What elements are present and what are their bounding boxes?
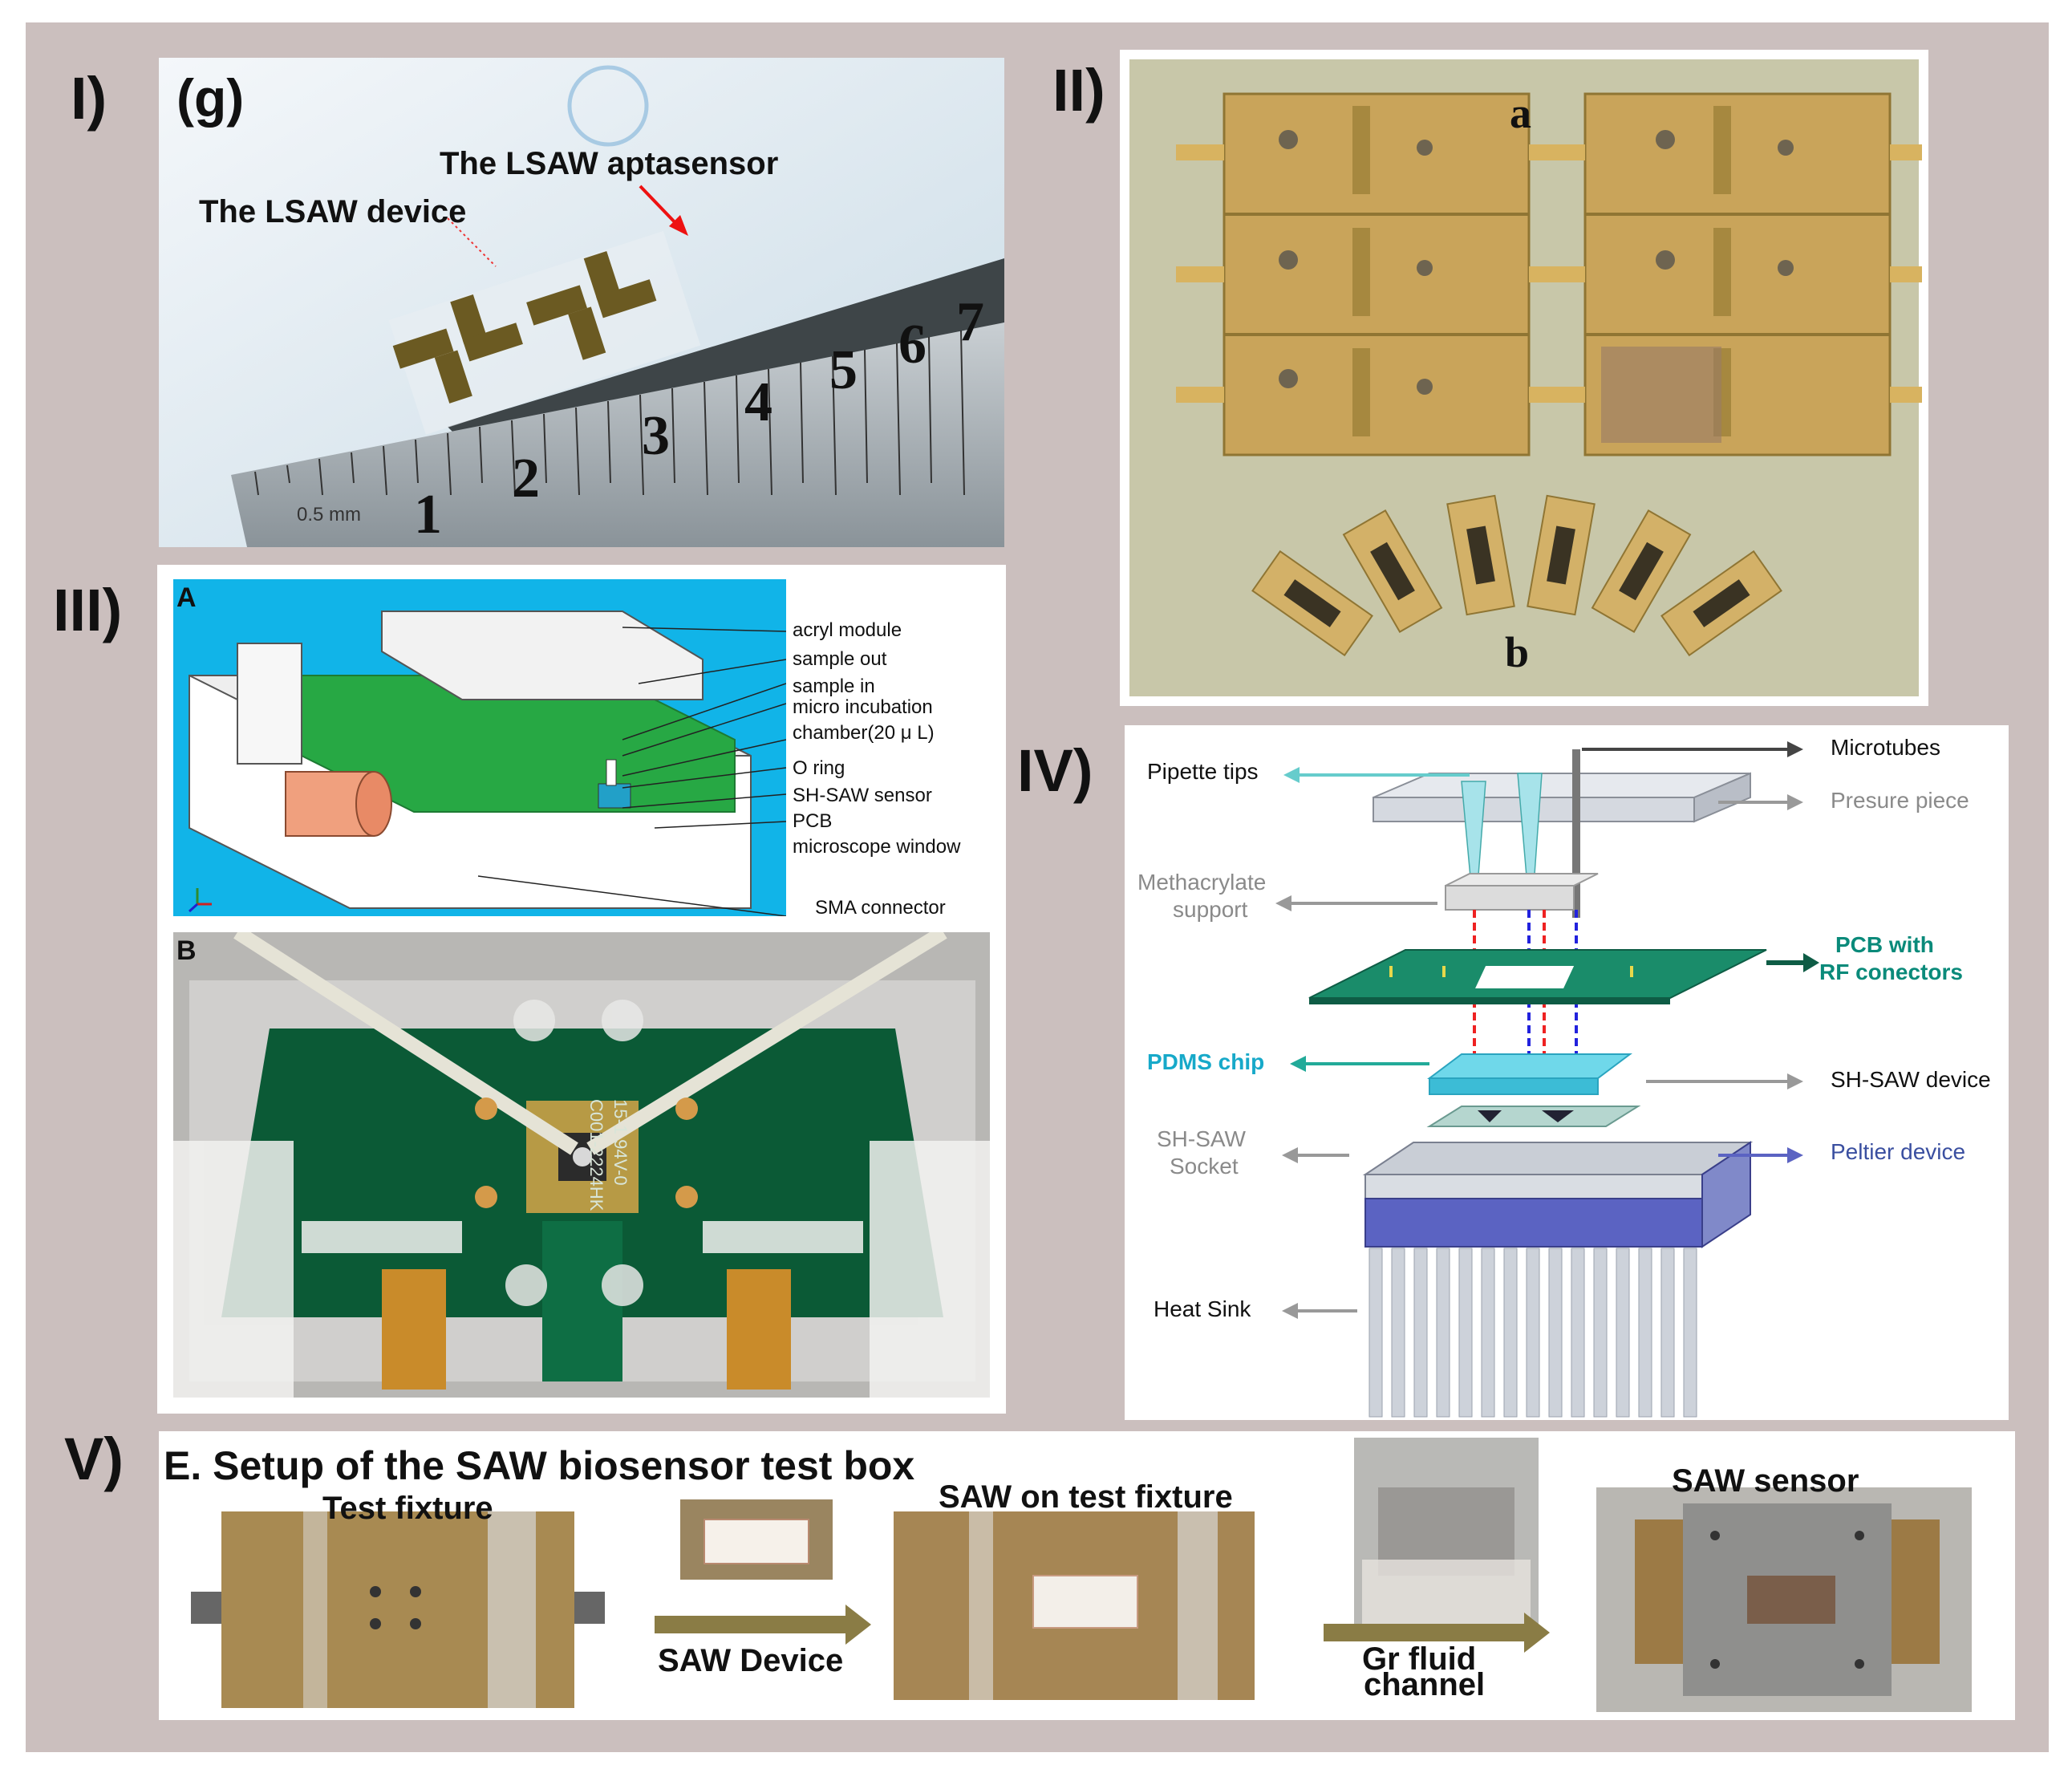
label-gr-fluid-2: channel	[1364, 1667, 1486, 1702]
pcb-text-1: 15-1 94V-0	[610, 1099, 631, 1186]
panel-label-3: III)	[53, 577, 123, 643]
ruler-number-1: 1	[414, 484, 442, 546]
panel-1-lsaw-photo: (g) The LSAW aptasensor The LSAW device …	[159, 58, 1004, 547]
device-label: The LSAW device	[199, 194, 467, 229]
ruler-number-6: 6	[898, 314, 927, 375]
panel-label-5: V)	[64, 1426, 124, 1492]
lsaw-ruler-illustration	[159, 58, 1004, 547]
label-A: A	[176, 582, 197, 613]
label-heat-sink: Heat Sink	[1154, 1296, 1251, 1321]
ruler-number-7: 7	[956, 291, 984, 353]
pcb-board-right	[1583, 92, 1892, 456]
annotation-sma-connector: SMA connector	[815, 897, 946, 919]
ruler-number-4: 4	[744, 371, 772, 433]
acryl-module-photo	[173, 932, 990, 1398]
pcb-boards-illustration	[1120, 50, 1928, 706]
panel-3: A acryl module sample out sample in micr…	[157, 565, 1006, 1414]
label-methacrylate-1: Methacrylate	[1137, 870, 1267, 895]
annotation-o-ring: O ring	[793, 757, 845, 779]
label-socket-1: SH-SAW	[1157, 1126, 1246, 1151]
label-saw-sensor: SAW sensor	[1672, 1463, 1859, 1499]
panel-2-pcb-photo: a b	[1120, 50, 1928, 706]
annotation-sh-saw-sensor: SH-SAW sensor	[793, 785, 932, 806]
annotation-acryl-module: acryl module	[793, 619, 902, 641]
label-pipette-tips: Pipette tips	[1147, 759, 1259, 784]
label-saw-device: SAW Device	[658, 1643, 844, 1678]
annotation-sample-out: sample out	[793, 648, 887, 670]
aptasensor-label: The LSAW aptasensor	[440, 146, 779, 181]
ruler-number-5: 5	[829, 339, 858, 401]
label-gr-fluid-1: Gr fluid	[1362, 1641, 1477, 1677]
label-pcb-1: PCB with	[1835, 932, 1934, 957]
label-pdms-chip: PDMS chip	[1147, 1049, 1265, 1074]
annotation-micro-incubation: micro incubation	[793, 696, 933, 718]
label-microtubes: Microtubes	[1831, 735, 1940, 760]
annotation-chamber: chamber(20 μ L)	[793, 722, 935, 744]
label-methacrylate-2: support	[1173, 897, 1248, 922]
panel-5-title: E. Setup of the SAW biosensor test box	[164, 1443, 915, 1488]
annotation-pcb: PCB	[793, 810, 833, 832]
label-test-fixture: Test fixture	[322, 1491, 493, 1526]
label-socket-2: Socket	[1170, 1154, 1239, 1179]
annotation-sample-in: sample in	[793, 676, 875, 697]
panel-label-1: I)	[71, 65, 107, 132]
pcb-board-left	[1223, 92, 1531, 456]
panel-5-test-box-setup: E. Setup of the SAW biosensor test box T…	[159, 1431, 2015, 1720]
label-pressure-piece: Presure piece	[1831, 788, 1969, 813]
label-saw-on-fixture: SAW on test fixture	[939, 1479, 1233, 1515]
label-B: B	[176, 935, 197, 966]
pcb-text-2: C001-2224HK	[586, 1099, 606, 1211]
test-box-photos	[191, 1438, 1972, 1712]
ruler-unit: 0.5 mm	[297, 504, 362, 525]
panel-label-2: II)	[1052, 57, 1105, 124]
panel-label-4: IV)	[1017, 737, 1093, 804]
acryl-module-schematic	[173, 579, 786, 916]
label-b: b	[1505, 628, 1530, 676]
exploded-assembly-diagram	[1275, 741, 1819, 1418]
ruler-number-2: 2	[512, 448, 540, 509]
leader-arrows	[1275, 741, 1819, 1319]
label-peltier: Peltier device	[1831, 1139, 1966, 1164]
label-pcb-2: RF conectors	[1819, 960, 1963, 984]
panel-1-sublabel: (g)	[176, 68, 245, 128]
label-sh-saw-device: SH-SAW device	[1831, 1067, 1991, 1092]
annotation-microscope-window: microscope window	[793, 836, 961, 858]
panel-4-exploded-view: Pipette tips Microtubes Presure piece Me…	[1125, 725, 2009, 1420]
ruler-number-3: 3	[642, 405, 670, 467]
label-a: a	[1510, 89, 1531, 137]
